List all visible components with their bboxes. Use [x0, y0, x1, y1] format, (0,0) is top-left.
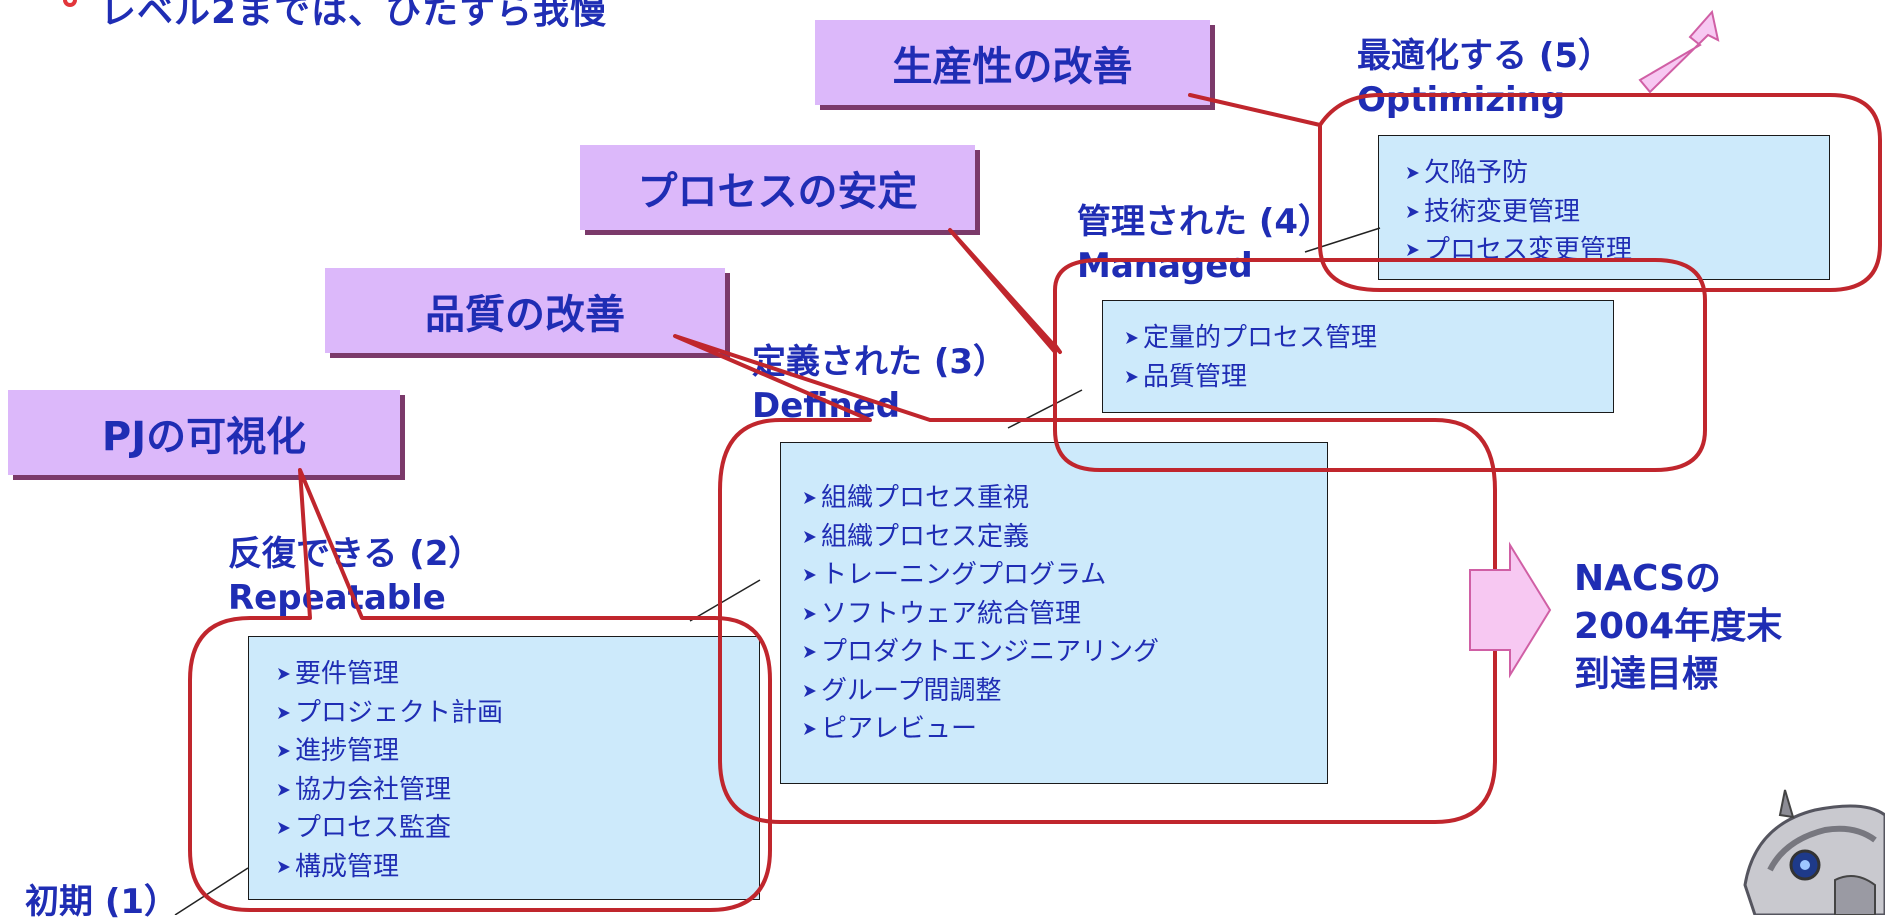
arrowhead-bullet-icon: [804, 684, 816, 697]
kpa-item: 進捗管理: [277, 732, 759, 771]
goal-quality-label: 品質の改善: [425, 291, 625, 338]
connector-line: [689, 579, 761, 622]
goal-quality-box: 品質の改善: [325, 268, 725, 353]
arrowhead-bullet-icon: [278, 783, 290, 796]
kpa-item-text: 要件管理: [295, 659, 400, 689]
arrowhead-bullet-icon: [1126, 332, 1138, 345]
level-2-en: Repeatable: [228, 578, 446, 618]
level-1-label: 初期 (1）: [25, 880, 178, 924]
level-5-en: Optimizing: [1357, 80, 1566, 120]
kpa-item: 技術変更管理: [1406, 193, 1829, 232]
kpa-list-level-2: 要件管理 プロジェクト計画 進捗管理 協力会社管理 プロセス監査 構成管理: [277, 655, 759, 886]
kpa-item-text: 進捗管理: [295, 736, 400, 766]
slide-heading: レベル2までは、ひたすら我慢: [63, 0, 608, 34]
kpa-item: ソフトウェア統合管理: [803, 595, 1327, 634]
kpa-item: プロジェクト計画: [277, 694, 759, 733]
kpa-item: 構成管理: [277, 848, 759, 887]
arrowhead-bullet-icon: [278, 860, 290, 873]
kpa-box-level-3: 組織プロセス重視 組織プロセス定義 トレーニングプログラム ソフトウェア統合管理…: [780, 442, 1328, 784]
goal-visibility-box: PJの可視化: [8, 390, 400, 475]
arrowhead-bullet-icon: [804, 492, 816, 505]
robot-dog-illustration: [1743, 789, 1885, 915]
arrowhead-bullet-icon: [278, 745, 290, 758]
kpa-box-level-4: 定量的プロセス管理 品質管理: [1102, 300, 1614, 413]
kpa-item: プロセス変更管理: [1406, 231, 1829, 270]
kpa-item: 欠陥予防: [1406, 154, 1829, 193]
level-3-en: Defined: [752, 386, 901, 426]
target-line-3: 到達目標: [1574, 654, 1719, 695]
heading-text: レベル2までは、ひたすら我慢: [100, 0, 608, 32]
kpa-item-text: 欠陥予防: [1424, 158, 1529, 188]
arrowhead-bullet-icon: [1407, 167, 1419, 180]
arrowhead-bullet-icon: [804, 530, 816, 543]
arrowhead-bullet-icon: [804, 723, 816, 736]
kpa-item: 品質管理: [1125, 358, 1613, 397]
kpa-item-text: グループ間調整: [821, 675, 1002, 706]
kpa-box-level-5: 欠陥予防 技術変更管理 プロセス変更管理: [1378, 135, 1830, 280]
kpa-list-level-4: 定量的プロセス管理 品質管理: [1125, 319, 1613, 396]
level-3-label: 定義された (3） Defined: [752, 340, 1007, 428]
kpa-item: 組織プロセス重視: [803, 479, 1327, 518]
kpa-item: 定量的プロセス管理: [1125, 319, 1613, 358]
upward-arrow-icon: [1638, 9, 1720, 94]
kpa-item: プロダクトエンジニアリング: [803, 633, 1327, 672]
kpa-item: プロセス監査: [277, 809, 759, 848]
kpa-item-text: 品質管理: [1143, 361, 1248, 392]
kpa-item-text: プロジェクト計画: [295, 697, 504, 728]
arrowhead-bullet-icon: [278, 822, 290, 835]
kpa-item: トレーニングプログラム: [803, 556, 1327, 595]
connector-line: [174, 867, 249, 915]
level-2-label: 反復できる (2） Repeatable: [228, 532, 482, 620]
kpa-item-text: トレーニングプログラム: [821, 560, 1107, 590]
kpa-item: 協力会社管理: [277, 771, 759, 810]
goal-visibility-label: PJの可視化: [101, 413, 307, 460]
level-4-jp: 管理された (4）: [1077, 202, 1333, 242]
kpa-item-text: 協力会社管理: [295, 774, 452, 805]
bullet-flower-icon: [63, 0, 77, 7]
target-arrow-icon: [1469, 541, 1552, 679]
target-line-2: 2004年度末: [1574, 606, 1783, 647]
kpa-item-text: プロダクトエンジニアリング: [821, 637, 1160, 667]
arrowhead-bullet-icon: [804, 607, 816, 620]
kpa-item-text: 組織プロセス重視: [821, 483, 1030, 513]
arrowhead-bullet-icon: [1126, 370, 1138, 383]
kpa-item-text: 技術変更管理: [1424, 196, 1581, 227]
kpa-item-text: 組織プロセス定義: [821, 521, 1030, 552]
kpa-item-text: ピアレビュー: [821, 714, 978, 744]
kpa-item-text: プロセス監査: [295, 813, 452, 843]
kpa-item-text: 定量的プロセス管理: [1143, 323, 1378, 353]
arrowhead-bullet-icon: [1407, 205, 1419, 218]
arrowhead-bullet-icon: [804, 646, 816, 659]
goal-productivity-box: 生産性の改善: [815, 20, 1210, 105]
level-5-label: 最適化する (5） Optimizing: [1357, 34, 1612, 122]
arrowhead-bullet-icon: [278, 706, 290, 719]
connector-line: [1007, 389, 1083, 429]
target-line-1: NACSの: [1574, 558, 1722, 599]
kpa-item: グループ間調整: [803, 672, 1327, 711]
goal-stability-box: プロセスの安定: [580, 145, 975, 230]
kpa-box-level-2: 要件管理 プロジェクト計画 進捗管理 協力会社管理 プロセス監査 構成管理: [248, 636, 760, 900]
level-5-jp: 最適化する (5）: [1357, 36, 1613, 76]
goal-stability-label: プロセスの安定: [637, 168, 918, 215]
arrowhead-bullet-icon: [278, 668, 290, 681]
kpa-item: 要件管理: [277, 655, 759, 694]
kpa-item-text: 構成管理: [295, 851, 400, 882]
level-2-jp: 反復できる (2）: [228, 534, 483, 574]
kpa-item: ピアレビュー: [803, 710, 1327, 749]
arrowhead-bullet-icon: [1407, 244, 1419, 257]
level-1-jp: 初期 (1）: [25, 882, 179, 922]
goal-productivity-label: 生産性の改善: [892, 43, 1133, 90]
kpa-item: 組織プロセス定義: [803, 518, 1327, 557]
kpa-list-level-3: 組織プロセス重視 組織プロセス定義 トレーニングプログラム ソフトウェア統合管理…: [803, 479, 1327, 749]
kpa-item-text: ソフトウェア統合管理: [821, 598, 1082, 629]
level-4-en: Managed: [1077, 246, 1253, 286]
arrowhead-bullet-icon: [804, 569, 816, 582]
level-3-jp: 定義された (3）: [752, 342, 1008, 382]
kpa-item-text: プロセス変更管理: [1424, 235, 1633, 265]
level-4-label: 管理された (4） Managed: [1077, 200, 1332, 288]
target-label: NACSの 2004年度末 到達目標: [1574, 555, 1782, 699]
kpa-list-level-5: 欠陥予防 技術変更管理 プロセス変更管理: [1406, 154, 1829, 270]
